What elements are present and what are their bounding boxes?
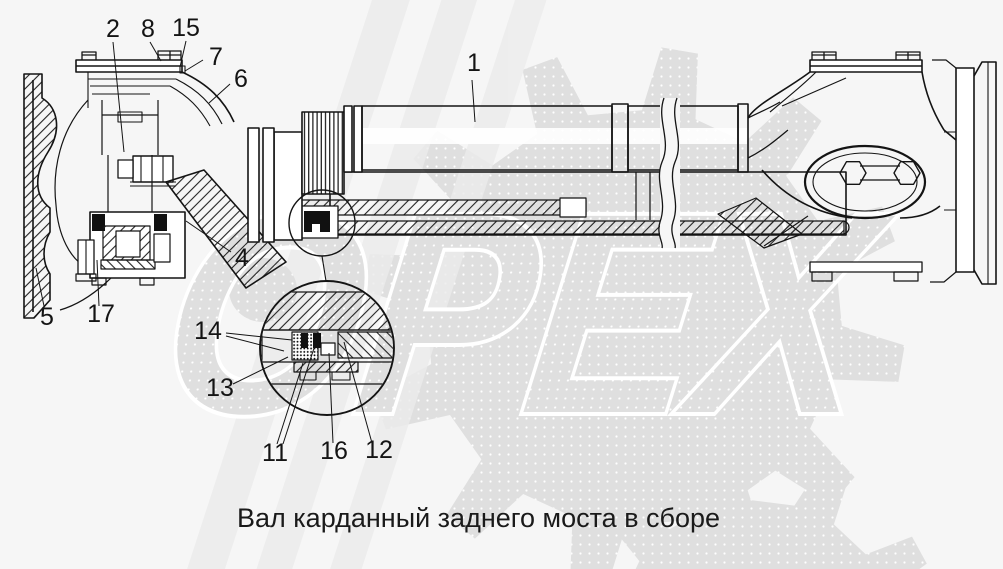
callout-label: 15	[172, 14, 200, 42]
watermark-gear-bottom-icon	[608, 453, 927, 569]
watermark: ОРЕХ	[142, 0, 927, 569]
callout-14: 14	[194, 317, 293, 352]
callout-label: 1	[467, 49, 481, 77]
break-line-icon	[671, 97, 680, 249]
bolt-icon	[157, 50, 182, 60]
seal-lip-icon	[301, 333, 308, 348]
slip-seal-icon	[304, 211, 330, 232]
hex-bolt-icon	[893, 161, 921, 185]
callout-label: 7	[209, 43, 223, 71]
bolt-icon	[895, 51, 921, 60]
break-line-icon	[658, 97, 667, 249]
callout-label: 8	[141, 15, 155, 43]
callout-13: 13	[206, 356, 289, 402]
yoke-shank-section	[165, 169, 287, 289]
callout-label: 14	[194, 317, 222, 345]
callout-label: 5	[40, 303, 54, 331]
caption: Вал карданный заднего моста в сборе	[237, 503, 720, 533]
spline-sleeve	[247, 105, 363, 243]
seal-lip-icon	[313, 333, 321, 348]
left-yoke	[75, 50, 235, 155]
callout-2: 2	[106, 15, 125, 153]
right-flange	[930, 59, 997, 285]
bolt-icon	[81, 51, 97, 60]
seal-spacer	[320, 342, 336, 356]
right-yoke	[717, 51, 957, 282]
slip-tube-section	[289, 171, 850, 239]
shaft-tube	[361, 97, 789, 249]
hex-bolt-icon	[839, 161, 867, 185]
callout-label: 13	[206, 374, 234, 402]
assembly-drawing	[23, 50, 997, 416]
universal-joint-cross	[107, 155, 176, 212]
left-flange	[23, 73, 151, 319]
callout-label: 17	[87, 300, 115, 328]
callout-5: 5	[35, 267, 54, 331]
detail-view-circle	[259, 280, 395, 416]
callout-label: 12	[365, 436, 393, 464]
callout-11: 11	[262, 341, 317, 467]
bolt-icon	[811, 51, 837, 60]
callout-8: 8	[141, 15, 162, 62]
callouts: 1 2 8 15 7 6 5 17	[35, 14, 481, 467]
callout-12: 12	[343, 341, 393, 464]
callout-17: 17	[87, 259, 115, 328]
callout-4: 4	[185, 220, 249, 272]
seal-ring-icon	[92, 214, 105, 231]
callout-label: 4	[235, 244, 249, 272]
detail-marker-circle	[288, 189, 356, 282]
spline-boot	[301, 111, 345, 195]
callout-label: 6	[234, 65, 248, 93]
callout-label: 16	[320, 437, 348, 465]
callout-label: 11	[262, 439, 288, 467]
callout-15: 15	[172, 14, 200, 68]
callout-6: 6	[208, 65, 248, 104]
bearing-assembly	[75, 211, 186, 286]
callout-1: 1	[467, 49, 481, 123]
callout-7: 7	[184, 43, 223, 72]
callout-label: 2	[106, 15, 120, 43]
callout-16: 16	[320, 352, 348, 465]
seal-ring-icon	[154, 214, 167, 231]
